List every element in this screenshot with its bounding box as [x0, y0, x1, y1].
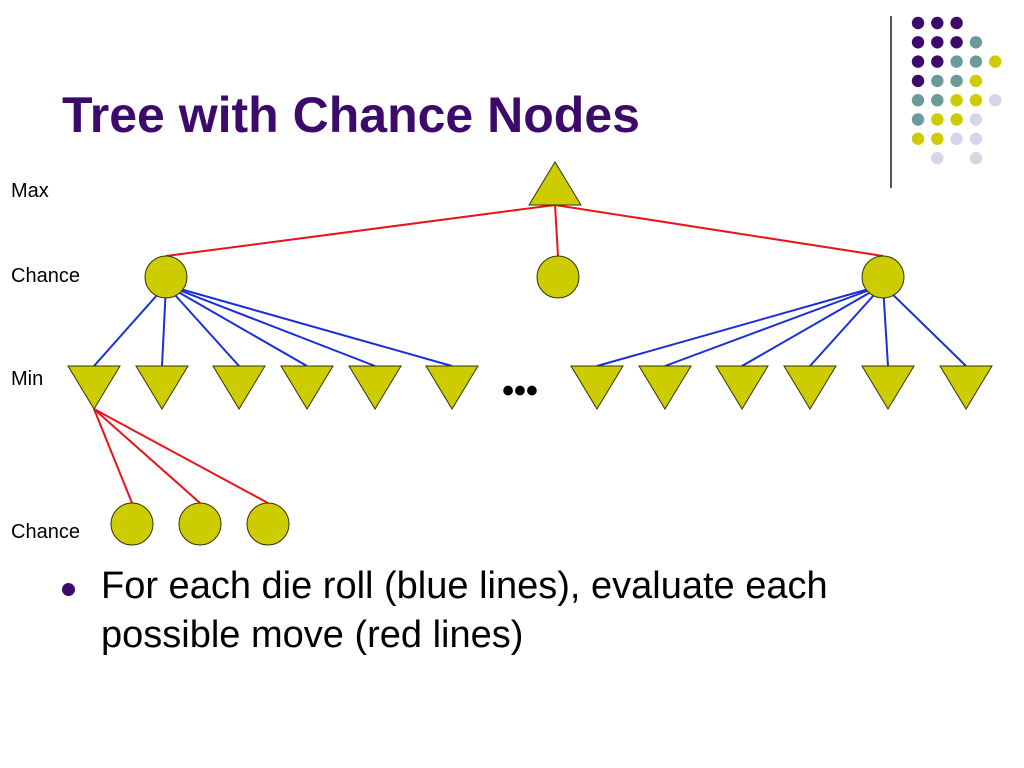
- tree-nodes: [67, 161, 993, 546]
- decorative-dot: [931, 55, 944, 68]
- chance-node-0: [144, 255, 188, 299]
- decorative-dot: [989, 94, 1002, 107]
- decorative-dot: [911, 55, 925, 68]
- min-node-2: [212, 365, 266, 410]
- bullet-item: For each die roll (blue lines), evaluate…: [62, 562, 962, 661]
- decorative-dot: [931, 113, 944, 126]
- decorative-dot: [950, 55, 963, 68]
- move-edge-lower-0: [93, 408, 133, 504]
- max-node: [528, 161, 582, 206]
- decorative-dot: [969, 151, 983, 165]
- decorative-dot: [969, 36, 983, 49]
- min-node-9: [783, 365, 837, 410]
- decorative-dot: [931, 151, 944, 165]
- chance-node-1: [536, 255, 580, 299]
- decorative-dot: [931, 74, 944, 88]
- tree-edges: [93, 204, 967, 504]
- chance-node-lower-1: [178, 502, 222, 546]
- min-node-0: [67, 365, 121, 410]
- ellipsis-more-nodes: •••: [502, 372, 538, 410]
- decorative-dot-grid: [911, 16, 1002, 165]
- move-edge-1: [554, 204, 559, 257]
- min-node-6: [570, 365, 624, 410]
- move-edge-lower-1: [93, 408, 201, 504]
- decorative-dot: [969, 113, 983, 126]
- die-roll-edge-left-3: [165, 284, 308, 367]
- die-roll-edge-right-1: [664, 284, 884, 367]
- decorative-dot: [931, 94, 944, 107]
- min-node-8: [715, 365, 769, 410]
- die-roll-edge-left-4: [165, 284, 376, 367]
- level-label-min: Min: [11, 368, 44, 390]
- decorative-dot: [950, 16, 963, 30]
- decorative-dot: [911, 113, 925, 126]
- decorative-dot: [989, 55, 1002, 68]
- min-node-11: [939, 365, 993, 410]
- decorative-dot: [950, 113, 963, 126]
- move-edge-0: [165, 204, 556, 257]
- die-roll-edge-left-0: [93, 284, 167, 367]
- die-roll-edge-right-3: [809, 284, 884, 367]
- die-roll-edge-left-2: [165, 284, 240, 367]
- min-node-4: [348, 365, 402, 410]
- bullet-dot-icon: [62, 583, 75, 596]
- decorative-dot: [950, 132, 963, 145]
- min-node-3: [280, 365, 334, 410]
- move-edge-lower-2: [93, 408, 269, 504]
- chance-node-lower-2: [246, 502, 290, 546]
- slide-title: Tree with Chance Nodes: [62, 87, 640, 143]
- decorative-dot: [911, 94, 925, 107]
- min-node-5: [425, 365, 479, 410]
- decorative-dot: [931, 132, 944, 145]
- decorative-divider-line: [890, 16, 892, 188]
- move-edge-2: [554, 204, 884, 257]
- decorative-dot: [950, 36, 963, 49]
- decorative-dot: [931, 16, 944, 30]
- level-label-chance-lower: Chance: [11, 521, 80, 543]
- decorative-dot: [911, 132, 925, 145]
- decorative-dot: [911, 16, 925, 30]
- die-roll-edge-left-5: [165, 284, 453, 367]
- die-roll-edge-left-1: [161, 284, 167, 367]
- decorative-dot: [969, 132, 983, 145]
- decorative-dot: [911, 74, 925, 88]
- min-node-10: [861, 365, 915, 410]
- chance-node-lower-0: [110, 502, 154, 546]
- decorative-dot: [950, 94, 963, 107]
- die-roll-edge-right-2: [741, 284, 884, 367]
- min-node-1: [135, 365, 189, 410]
- level-label-max: Max: [11, 180, 49, 202]
- decorative-dot: [969, 74, 983, 88]
- decorative-dot: [969, 94, 983, 107]
- min-node-7: [638, 365, 692, 410]
- decorative-dot: [950, 74, 963, 88]
- decorative-dot: [911, 36, 925, 49]
- die-roll-edge-right-0: [596, 284, 884, 367]
- decorative-dot: [969, 55, 983, 68]
- decorative-dot: [931, 36, 944, 49]
- bullet-text: For each die roll (blue lines), evaluate…: [101, 565, 828, 657]
- die-roll-edge-right-4: [882, 284, 889, 367]
- level-label-chance-upper: Chance: [11, 265, 80, 287]
- die-roll-edge-right-5: [882, 284, 967, 367]
- chance-node-2: [861, 255, 905, 299]
